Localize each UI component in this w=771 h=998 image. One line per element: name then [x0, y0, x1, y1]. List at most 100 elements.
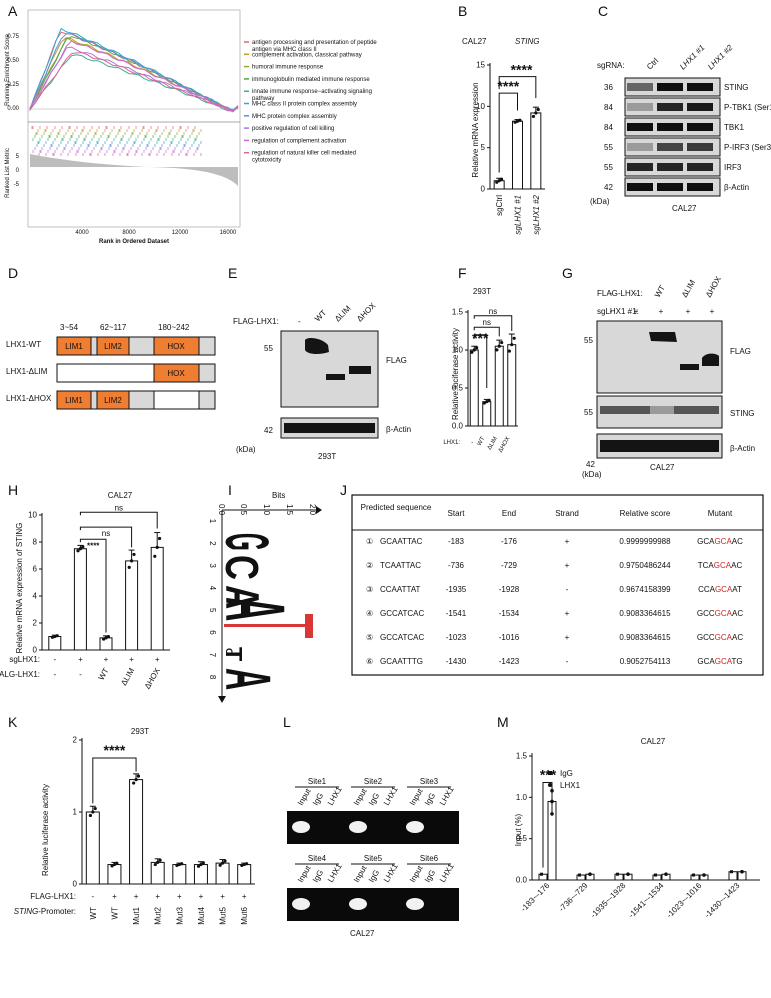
blot-band — [657, 103, 683, 111]
data-point — [218, 863, 222, 867]
band-actin — [600, 440, 719, 452]
relative-score: 0.9083364615 — [619, 633, 671, 642]
blot-row-label: FLAG — [730, 347, 751, 356]
legend-igg-label: IgG — [560, 769, 573, 778]
condition: - — [79, 670, 82, 679]
gel-band — [349, 821, 367, 833]
sig-label: ns — [483, 318, 491, 327]
domain-range: 3~54 — [60, 323, 79, 332]
panel-g-cell: CAL27 — [650, 463, 675, 472]
data-point — [102, 637, 106, 641]
construct-tail — [198, 390, 216, 410]
gsea-ylabel-top: Running Enrichment Score — [5, 33, 11, 105]
construct-label: LHX1-ΔLIM — [6, 367, 48, 376]
panel-label-e: E — [228, 265, 237, 281]
gsea-xtick: 4000 — [75, 230, 89, 236]
kda-marker: 55 — [584, 336, 593, 345]
logo-letter-c: C — [223, 648, 234, 655]
condition: + — [78, 655, 83, 664]
gsea-hit-ticks — [31, 126, 202, 156]
panel-e-lane: WT — [313, 308, 328, 323]
gsea-legend: antigen processing and presentation of p… — [244, 40, 377, 164]
data-point — [158, 858, 162, 862]
relative-score: 0.9674158399 — [619, 585, 671, 594]
x-tick-label: Mut4 — [197, 906, 206, 924]
strand: + — [565, 609, 570, 618]
logo-position: 4 — [208, 586, 217, 591]
band-flag-wt — [305, 337, 329, 355]
site-label: Site2 — [364, 777, 383, 786]
gsea-ytick: 0.25 — [7, 82, 19, 88]
row-number: ⑤ — [366, 633, 373, 642]
start-pos: -1023 — [446, 633, 467, 642]
mutant-red: GCA — [715, 657, 733, 666]
bar — [512, 120, 523, 190]
data-point — [115, 861, 119, 865]
gsea-legend-label: positive regulation of cell killing — [252, 126, 334, 132]
bar — [48, 636, 62, 651]
data-point — [88, 813, 93, 818]
gel-band — [406, 821, 424, 833]
data-point — [497, 344, 501, 348]
logo-position: 2 — [208, 541, 217, 546]
end-pos: -1016 — [499, 633, 520, 642]
domain-lim1 — [56, 390, 92, 410]
data-point — [130, 559, 134, 563]
row-number: ④ — [366, 609, 373, 618]
x-tick-label: Mut2 — [154, 906, 163, 924]
bar — [73, 548, 87, 651]
panel-label-j: J — [340, 482, 347, 498]
data-point — [536, 107, 540, 112]
panel-label-f: F — [458, 265, 467, 281]
gsea-legend-label: regulation of natural killer cell mediat… — [252, 151, 356, 157]
sig-bracket — [473, 315, 513, 331]
predicted-sequence: GCAATTTG — [380, 657, 423, 666]
data-point — [76, 549, 80, 553]
relative-score: 0.9999999988 — [619, 537, 671, 546]
y-tick-label: 10 — [28, 511, 37, 520]
panel-b-gene: STING — [515, 37, 539, 46]
gsea-legend-label: antigen processing and presentation of p… — [252, 40, 377, 46]
x-tick-label: ΔHOX — [498, 436, 512, 454]
condition: - — [610, 289, 613, 298]
logo-y-arrow — [218, 696, 226, 703]
blot-row-label: IRF3 — [724, 163, 742, 172]
gel-band — [349, 898, 367, 910]
panel-c-kda-unit: (kDa) — [590, 197, 610, 206]
table-header: Strand — [555, 509, 579, 518]
condition: + — [199, 892, 204, 901]
data-point — [513, 120, 517, 124]
mutant-red: GCA — [715, 585, 733, 594]
chart-h: 0246810sgLHX1:FALG-LHX1:-++++--WTΔLIMΔHO… — [0, 503, 170, 691]
gsea-ytick: -5 — [14, 182, 20, 188]
site-label: Site3 — [420, 777, 439, 786]
band-flag-wt — [649, 332, 677, 342]
end-pos: -1423 — [499, 657, 520, 666]
point-igg — [578, 873, 581, 877]
y-tick-label: 2 — [73, 736, 78, 745]
sig-bracket — [79, 511, 158, 529]
end-pos: -1928 — [499, 585, 520, 594]
bar — [150, 861, 165, 885]
lane-label: IgG — [367, 791, 381, 807]
kda-marker: 42 — [604, 183, 613, 192]
domain-label: LIM1 — [65, 342, 83, 351]
panel-e-lane: - — [298, 317, 301, 326]
blot-band — [657, 163, 683, 171]
blot-row-label: STING — [730, 409, 754, 418]
kda-marker: 84 — [604, 103, 613, 112]
panel-c-lane: LHX1 #1 — [678, 43, 706, 71]
data-point — [156, 860, 160, 865]
lane-label: IgG — [423, 868, 437, 884]
sig-label: **** — [87, 541, 100, 550]
sig-bracket — [498, 76, 537, 99]
x-tick-label: -1023~-1016 — [665, 881, 704, 920]
gsea-es-curve — [29, 36, 239, 111]
data-point — [110, 864, 114, 868]
sig-bracket — [79, 526, 133, 548]
x-tick-label: - — [471, 440, 473, 446]
lane-label: Input — [408, 863, 425, 884]
data-point — [55, 634, 59, 638]
start-pos: -736 — [448, 561, 465, 570]
